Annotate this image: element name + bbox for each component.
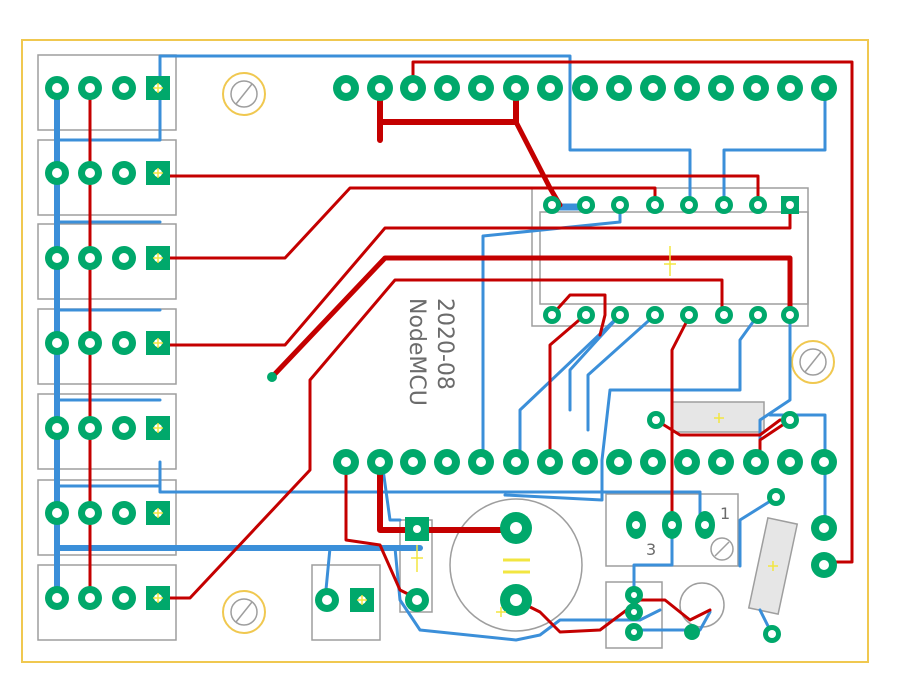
- terminal-pad-holes: [52, 83, 366, 605]
- pin1-label: 1: [720, 504, 730, 523]
- ic-socket-pad-holes: [548, 201, 794, 319]
- silkscreen-labels: 2020-08 NodeMCU 1 3: [404, 298, 730, 559]
- top-copper-traces: [88, 60, 854, 634]
- misc-outlines: [399, 401, 799, 649]
- board-outline: [21, 39, 869, 663]
- mounting-hole: [222, 590, 266, 634]
- component-pad-holes: [412, 416, 829, 638]
- plus-markers: [153, 83, 778, 617]
- pin3-label: 3: [646, 540, 656, 559]
- mounting-hole: [222, 72, 266, 116]
- board-year-label: 2020-08: [432, 298, 457, 390]
- capacitor-outline: [449, 498, 583, 632]
- mounting-holes: [222, 72, 835, 634]
- screw-icon: [710, 537, 734, 561]
- header-pad-holes: [341, 83, 829, 467]
- board-name-label: NodeMCU: [404, 298, 429, 406]
- mounting-hole: [791, 340, 835, 384]
- capacitor-symbol: [503, 558, 530, 574]
